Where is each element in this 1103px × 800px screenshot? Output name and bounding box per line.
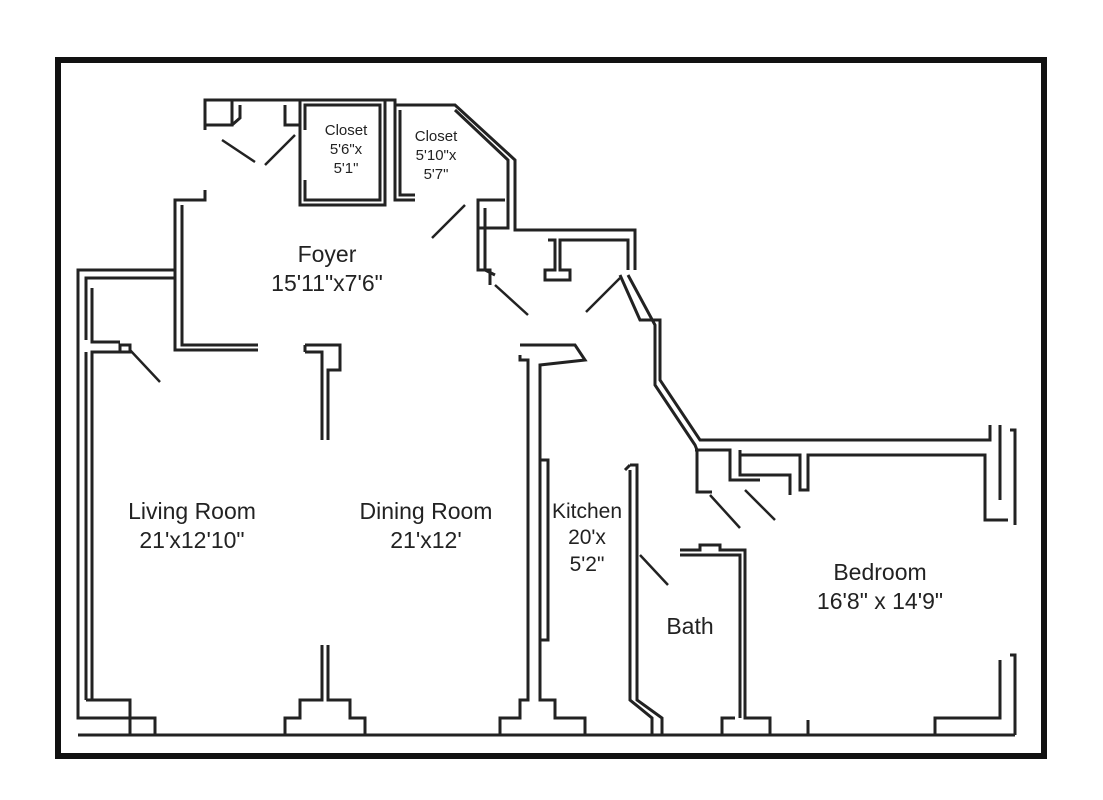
door-swing-closet-1a: [221, 138, 256, 164]
closet-1-label: Closet 5'6"x 5'1": [306, 122, 386, 178]
bedroom-dims: 16'8" x 14'9": [816, 587, 944, 614]
door-swing-closet-2: [431, 204, 466, 239]
bottom-baseline: [78, 716, 1015, 737]
bath-label: Bath: [650, 612, 730, 641]
door-swing-living: [129, 349, 161, 383]
foyer-closet-small: [543, 238, 630, 282]
kitchen-counter: [540, 458, 550, 642]
bath-left-wall: [623, 463, 664, 735]
kitchen-name: Kitchen: [551, 500, 623, 523]
dining-divider-bottom: [283, 645, 367, 735]
foyer-label: Foyer 15'11"x7'6": [232, 240, 422, 298]
kitchen-dim-2: 5'2": [569, 552, 605, 576]
bedroom-name: Bedroom: [833, 559, 927, 585]
dining-room-label: Dining Room 21'x12': [336, 497, 516, 555]
door-swing-foyer-a: [494, 284, 529, 316]
bath-top-wall: [680, 543, 808, 737]
closet-entry: [231, 105, 300, 127]
bedroom-right-wall: [933, 425, 1017, 735]
bedroom-label: Bedroom 16'8" x 14'9": [790, 558, 970, 616]
closet-2-name: Closet: [414, 128, 458, 145]
foyer-left-wall: [173, 190, 258, 352]
foyer-right-wall: [476, 200, 496, 285]
closet-1-dim-1: 5'6"x: [329, 140, 363, 158]
foyer-name: Foyer: [297, 241, 357, 267]
living-room-dims: 21'x12'10": [139, 526, 245, 553]
kitchen-label: Kitchen 20'x 5'2": [538, 499, 636, 578]
kitchen-left-wall: [498, 343, 588, 735]
hall-diagonal-wall: [618, 274, 1008, 522]
bath-name: Bath: [666, 613, 714, 639]
living-room-name: Living Room: [128, 498, 256, 524]
closet-2-dim-2: 5'7": [423, 165, 449, 183]
foyer-dims: 15'11"x7'6": [271, 269, 383, 296]
dining-divider-top: [303, 343, 342, 440]
living-room-top-wall: [76, 268, 175, 700]
door-swing-foyer-b: [585, 277, 621, 313]
dining-room-name: Dining Room: [359, 498, 493, 524]
living-room-closet: [84, 343, 132, 700]
door-swing-closet-1b: [264, 134, 296, 166]
closet-1-dim-2: 5'1": [333, 159, 359, 177]
door-swing-bedroom-a: [709, 494, 741, 529]
door-swing-bedroom-b: [744, 489, 776, 521]
door-swing-bath: [639, 554, 669, 586]
living-room-label: Living Room 21'x12'10": [102, 497, 282, 555]
closet-2-label: Closet 5'10"x 5'7": [396, 128, 476, 184]
closet-1-inner: [303, 103, 382, 202]
closet-1-name: Closet: [324, 122, 368, 139]
frame-border: [55, 57, 1047, 759]
kitchen-dim-1: 20'x: [568, 526, 606, 550]
closet-2-dim-1: 5'10"x: [415, 146, 457, 164]
closet-2-walls: [393, 105, 510, 230]
bath-bottom-wall: [720, 716, 810, 735]
dining-room-dims: 21'x12': [390, 526, 462, 553]
